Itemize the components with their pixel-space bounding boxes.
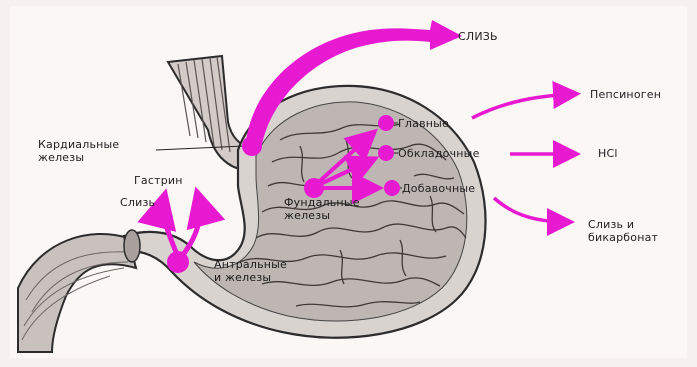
cardiac-gland-dot bbox=[242, 136, 262, 156]
parietal-cell-dot bbox=[378, 145, 394, 161]
label-mucus-left: Слизь bbox=[120, 196, 155, 209]
pylorus bbox=[124, 230, 140, 262]
label-mucus-bicarbonate: Слизь и бикарбонат bbox=[588, 218, 658, 244]
label-accessory-cells: Добавочные bbox=[402, 182, 475, 195]
label-mucus-top: СЛИЗЬ bbox=[458, 30, 498, 43]
chief-cell-dot bbox=[378, 115, 394, 131]
accessory-cell-dot bbox=[384, 180, 400, 196]
label-antral-glands: Антральные и железы bbox=[214, 258, 287, 284]
secretion-arrows bbox=[472, 94, 574, 222]
label-hcl: HCl bbox=[598, 147, 618, 160]
label-parietal-cells: Обкладочные bbox=[398, 147, 480, 160]
label-fundic-glands: Фундальные железы bbox=[284, 196, 360, 222]
fundic-gland-dot bbox=[304, 178, 324, 198]
antral-gland-dot bbox=[167, 251, 189, 273]
label-chief-cells: Главные bbox=[398, 117, 449, 130]
label-pepsinogen: Пепсиноген bbox=[590, 88, 661, 101]
label-cardiac-glands: Кардиальные железы bbox=[38, 138, 119, 164]
label-gastrin: Гастрин bbox=[134, 174, 183, 187]
